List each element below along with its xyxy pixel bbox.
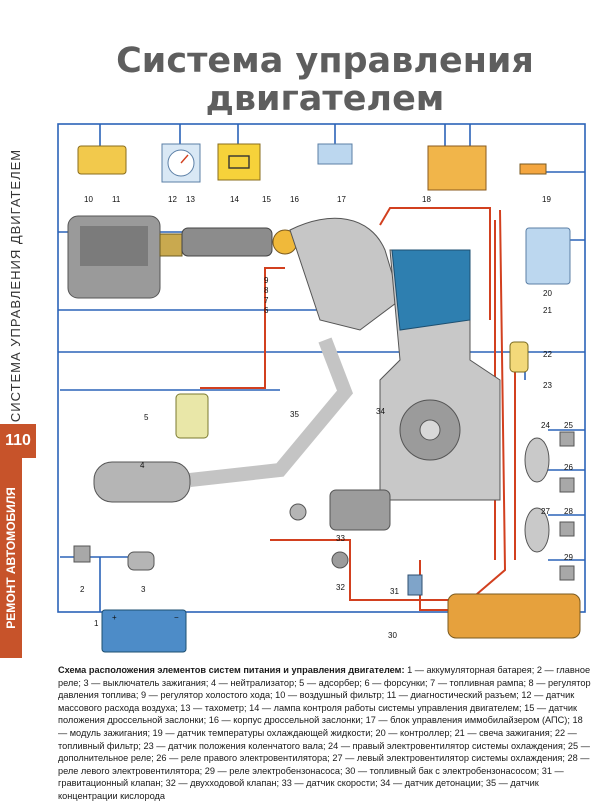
relay-25 — [559, 431, 575, 447]
callout-34: 34 — [376, 407, 385, 416]
book-label: РЕМОНТ АВТОМОБИЛЯ — [0, 458, 22, 658]
callout-20: 20 — [543, 289, 552, 298]
ignition-module — [427, 145, 487, 191]
callout-3: 3 — [141, 585, 146, 594]
battery — [101, 609, 187, 653]
two-way-valve — [331, 551, 349, 569]
callout-32: 32 — [336, 583, 345, 592]
fuel-tank — [447, 593, 581, 639]
side-bar: СИСТЕМА УПРАВЛЕНИЯ ДВИГАТЕЛЕМ 110 РЕМОНТ… — [0, 0, 52, 800]
intake-hose — [181, 227, 273, 257]
callout-16: 16 — [290, 195, 299, 204]
callout-15: 15 — [262, 195, 271, 204]
callout-35: 35 — [290, 410, 299, 419]
maf-sensor — [159, 233, 183, 257]
ignition-switch — [127, 551, 155, 571]
callout-14: 14 — [230, 195, 239, 204]
callout-17: 17 — [337, 195, 346, 204]
engine-lamp — [217, 143, 261, 181]
callout-24: 24 — [541, 421, 550, 430]
callout-33: 33 — [336, 534, 345, 543]
callout-28: 28 — [564, 507, 573, 516]
section-label: СИСТЕМА УПРАВЛЕНИЯ ДВИГАТЕЛЕМ — [8, 148, 24, 422]
callout-25: 25 — [564, 421, 573, 430]
callout-13: 13 — [186, 195, 195, 204]
callout-7: 7 — [264, 296, 269, 305]
callout-9: 9 — [264, 276, 269, 285]
catalytic-converter — [93, 461, 191, 503]
battery-plus: + — [112, 613, 117, 622]
coolant-sensor — [519, 163, 547, 175]
gravity-valve — [407, 574, 423, 596]
caption-body: 1 — аккумуляторная батарея; 2 — главное … — [58, 665, 591, 801]
callout-27: 27 — [541, 507, 550, 516]
intake-manifold — [289, 217, 401, 331]
callout-26: 26 — [564, 463, 573, 472]
right-fan — [524, 437, 550, 483]
callout-21: 21 — [543, 306, 552, 315]
diagnostic-connector — [77, 145, 127, 175]
callout-1: 1 — [94, 619, 99, 628]
wiring-bus — [57, 123, 586, 613]
controller — [525, 227, 571, 285]
callout-30: 30 — [388, 631, 397, 640]
callout-19: 19 — [542, 195, 551, 204]
fuel-filter — [509, 341, 529, 373]
relay-26 — [559, 477, 575, 493]
battery-minus: − — [174, 613, 179, 622]
callout-12: 12 — [168, 195, 177, 204]
callout-18: 18 — [422, 195, 431, 204]
callout-29: 29 — [564, 553, 573, 562]
title-line-1: Система управления — [116, 41, 534, 81]
title-line-2: двигателем — [205, 79, 445, 119]
callout-8: 8 — [264, 286, 269, 295]
speed-sensor — [329, 489, 391, 531]
caption-heading: Схема расположения элементов систем пита… — [58, 665, 405, 675]
exhaust-pipe — [189, 337, 354, 487]
page-title: Система управления двигателем — [60, 42, 590, 118]
callout-31: 31 — [390, 587, 399, 596]
engine-diagram: + − 1 2 3 4 5 6 7 8 9 10 11 12 13 14 15 … — [57, 123, 586, 653]
callout-2: 2 — [80, 585, 85, 594]
callout-4: 4 — [140, 461, 145, 470]
callout-labels: 1 2 3 4 5 6 7 8 9 10 11 12 13 14 15 16 1… — [80, 195, 573, 640]
left-fan — [524, 507, 550, 553]
callout-6: 6 — [264, 306, 269, 315]
immobilizer-unit — [317, 143, 353, 165]
relay-28 — [559, 521, 575, 537]
callout-11: 11 — [112, 195, 121, 204]
callout-10: 10 — [84, 195, 93, 204]
callout-23: 23 — [543, 381, 552, 390]
figure-caption: Схема расположения элементов систем пита… — [58, 664, 594, 803]
adsorber — [175, 393, 209, 439]
callout-5: 5 — [144, 413, 149, 422]
cylinder-head — [391, 249, 471, 331]
page-number: 110 — [0, 424, 36, 458]
relay-29 — [559, 565, 575, 581]
callout-22: 22 — [543, 350, 552, 359]
main-relay — [73, 545, 91, 563]
